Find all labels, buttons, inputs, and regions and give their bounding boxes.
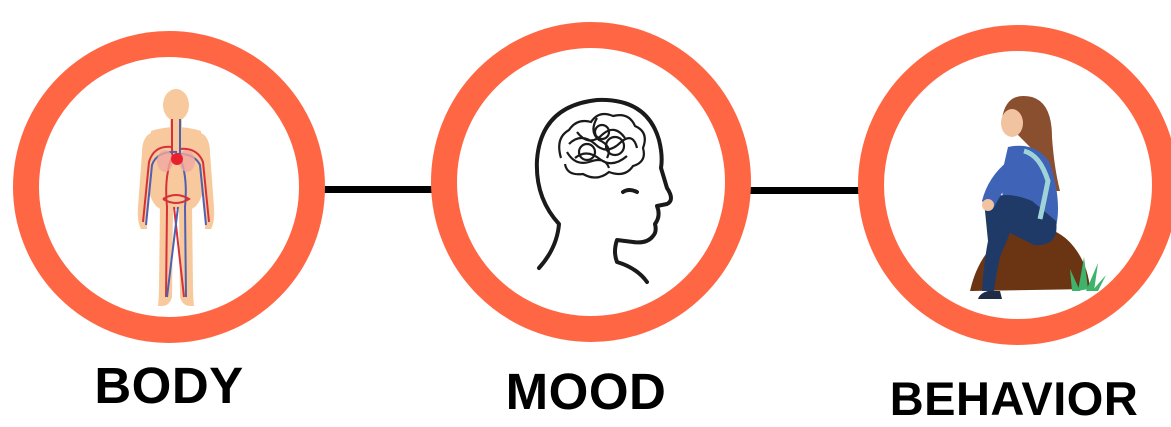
human-circulatory-system-icon	[39, 57, 299, 317]
mood-node-circle	[431, 22, 751, 342]
sitting-woman-icon	[884, 51, 1152, 319]
mood-label: MOOD	[476, 362, 696, 422]
behavior-node-circle	[858, 25, 1171, 345]
behavior-label: BEHAVIOR	[858, 371, 1170, 427]
body-node-circle	[13, 31, 325, 343]
head-tangled-thoughts-icon	[457, 48, 725, 316]
body-label: BODY	[69, 356, 269, 416]
connector-body-mood	[318, 186, 438, 193]
connector-mood-behavior	[742, 187, 864, 194]
